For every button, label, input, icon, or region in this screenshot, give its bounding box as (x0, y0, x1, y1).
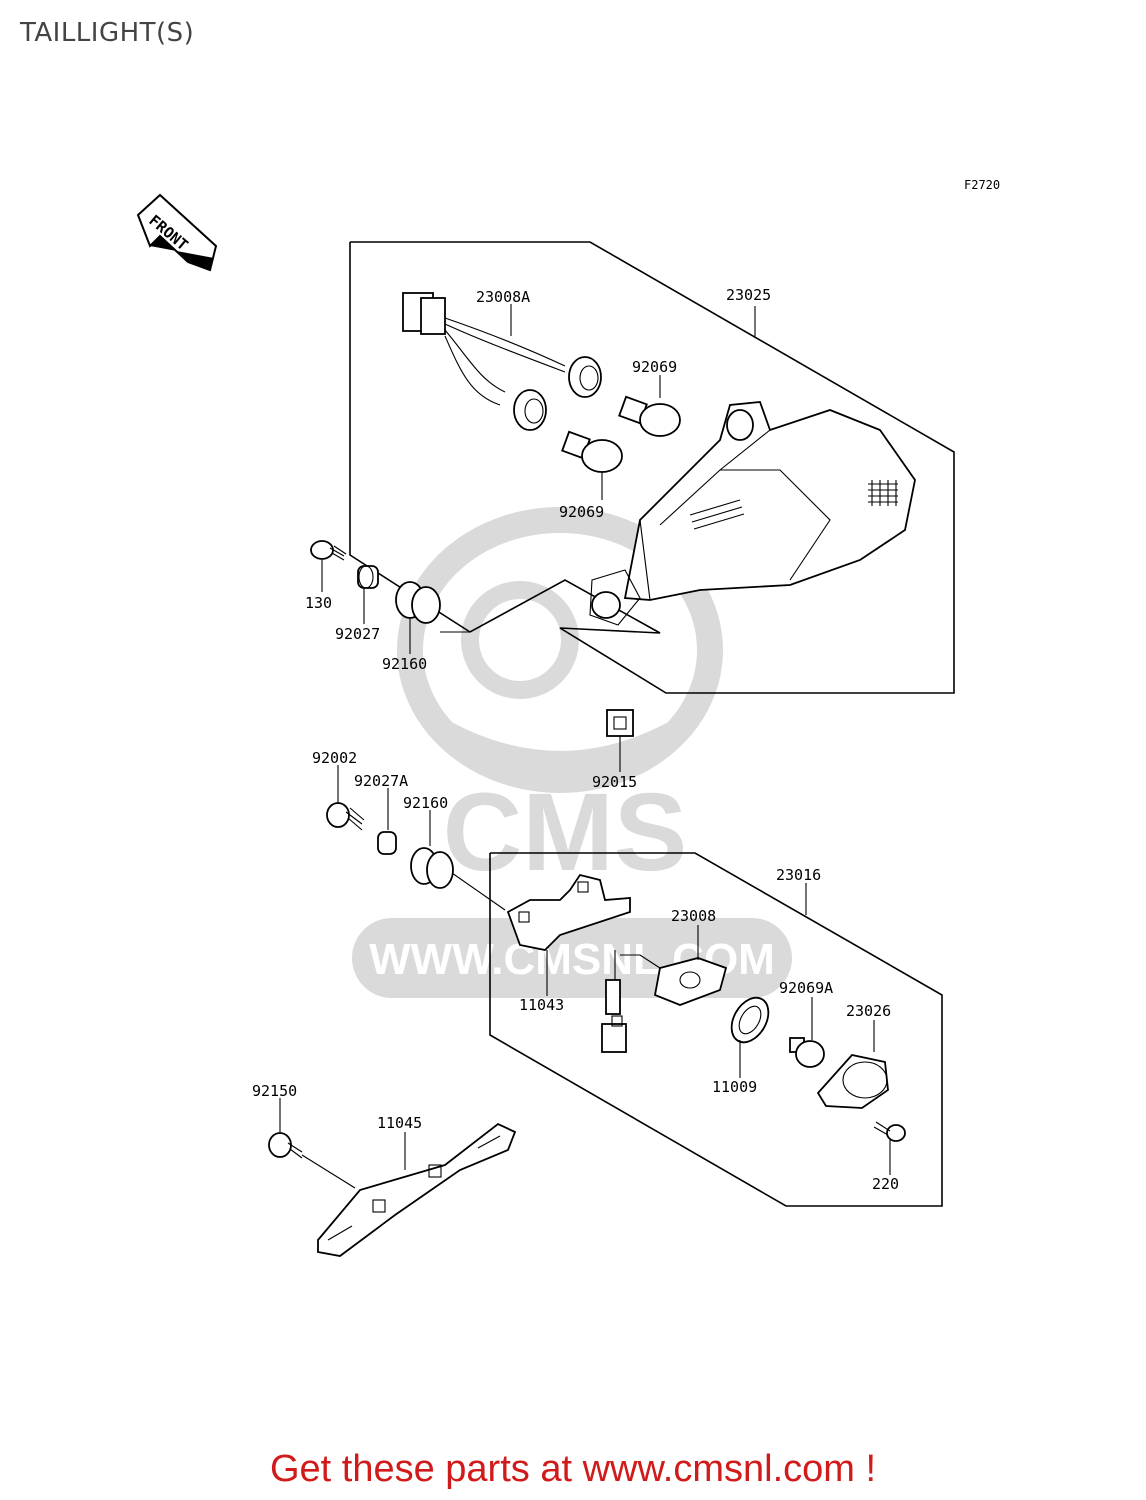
bolt-92150 (268, 1132, 356, 1189)
leader-lines-upper (321, 304, 756, 772)
part-label-11009: 11009 (712, 1078, 757, 1096)
collar-92027 (357, 565, 379, 589)
part-label-92160-top: 92160 (382, 655, 427, 673)
part-label-23026: 23026 (846, 1002, 891, 1020)
bulb-92069-bottom (561, 430, 623, 473)
part-label-11045: 11045 (377, 1114, 422, 1132)
gasket-11009 (730, 996, 770, 1044)
watermark-brand: CMS (443, 771, 687, 894)
part-label-92002: 92002 (312, 749, 357, 767)
part-label-23008a: 23008A (476, 288, 530, 306)
part-label-92160-bottom: 92160 (403, 794, 448, 812)
lens-23026 (816, 1054, 889, 1109)
part-label-92015: 92015 (592, 773, 637, 791)
part-label-11043: 11043 (519, 996, 564, 1014)
part-label-92069-top: 92069 (632, 358, 677, 376)
part-label-220: 220 (872, 1175, 899, 1193)
screw-130 (310, 540, 347, 561)
socket-23008 (601, 950, 728, 1053)
part-label-23025: 23025 (726, 286, 771, 304)
part-label-92069-bottom: 92069 (559, 503, 604, 521)
page-title: TAILLIGHT(S) (20, 18, 195, 48)
leader-lines-lower (279, 765, 891, 1175)
damper-92160-bottom (410, 847, 454, 889)
taillight-housing (589, 401, 916, 626)
plate-11045 (317, 1122, 517, 1257)
front-arrow-icon (136, 193, 218, 272)
part-label-23016: 23016 (776, 866, 821, 884)
part-label-23008: 23008 (671, 907, 716, 925)
part-label-92027: 92027 (335, 625, 380, 643)
damper-92160-top (395, 581, 441, 624)
part-label-92069a: 92069A (779, 979, 833, 997)
bulb-92069a (789, 1037, 825, 1068)
part-label-92027a: 92027A (354, 772, 408, 790)
footer-link[interactable]: Get these parts at www.cmsnl.com ! (269, 1448, 877, 1490)
part-label-92150: 92150 (252, 1082, 297, 1100)
bolt-92002 (326, 802, 365, 831)
part-label-130: 130 (305, 594, 332, 612)
license-light-assembly-frame (489, 852, 943, 1207)
wire-harness-23008a (402, 292, 602, 431)
leader-damper-to-bracket (451, 872, 506, 911)
nut-92015 (606, 709, 634, 737)
screw-220 (873, 1121, 906, 1142)
collar-92027a (377, 831, 397, 855)
figure-code: F2720 (964, 178, 1001, 192)
bulb-92069-top (618, 395, 681, 437)
bracket-11043 (506, 873, 631, 951)
